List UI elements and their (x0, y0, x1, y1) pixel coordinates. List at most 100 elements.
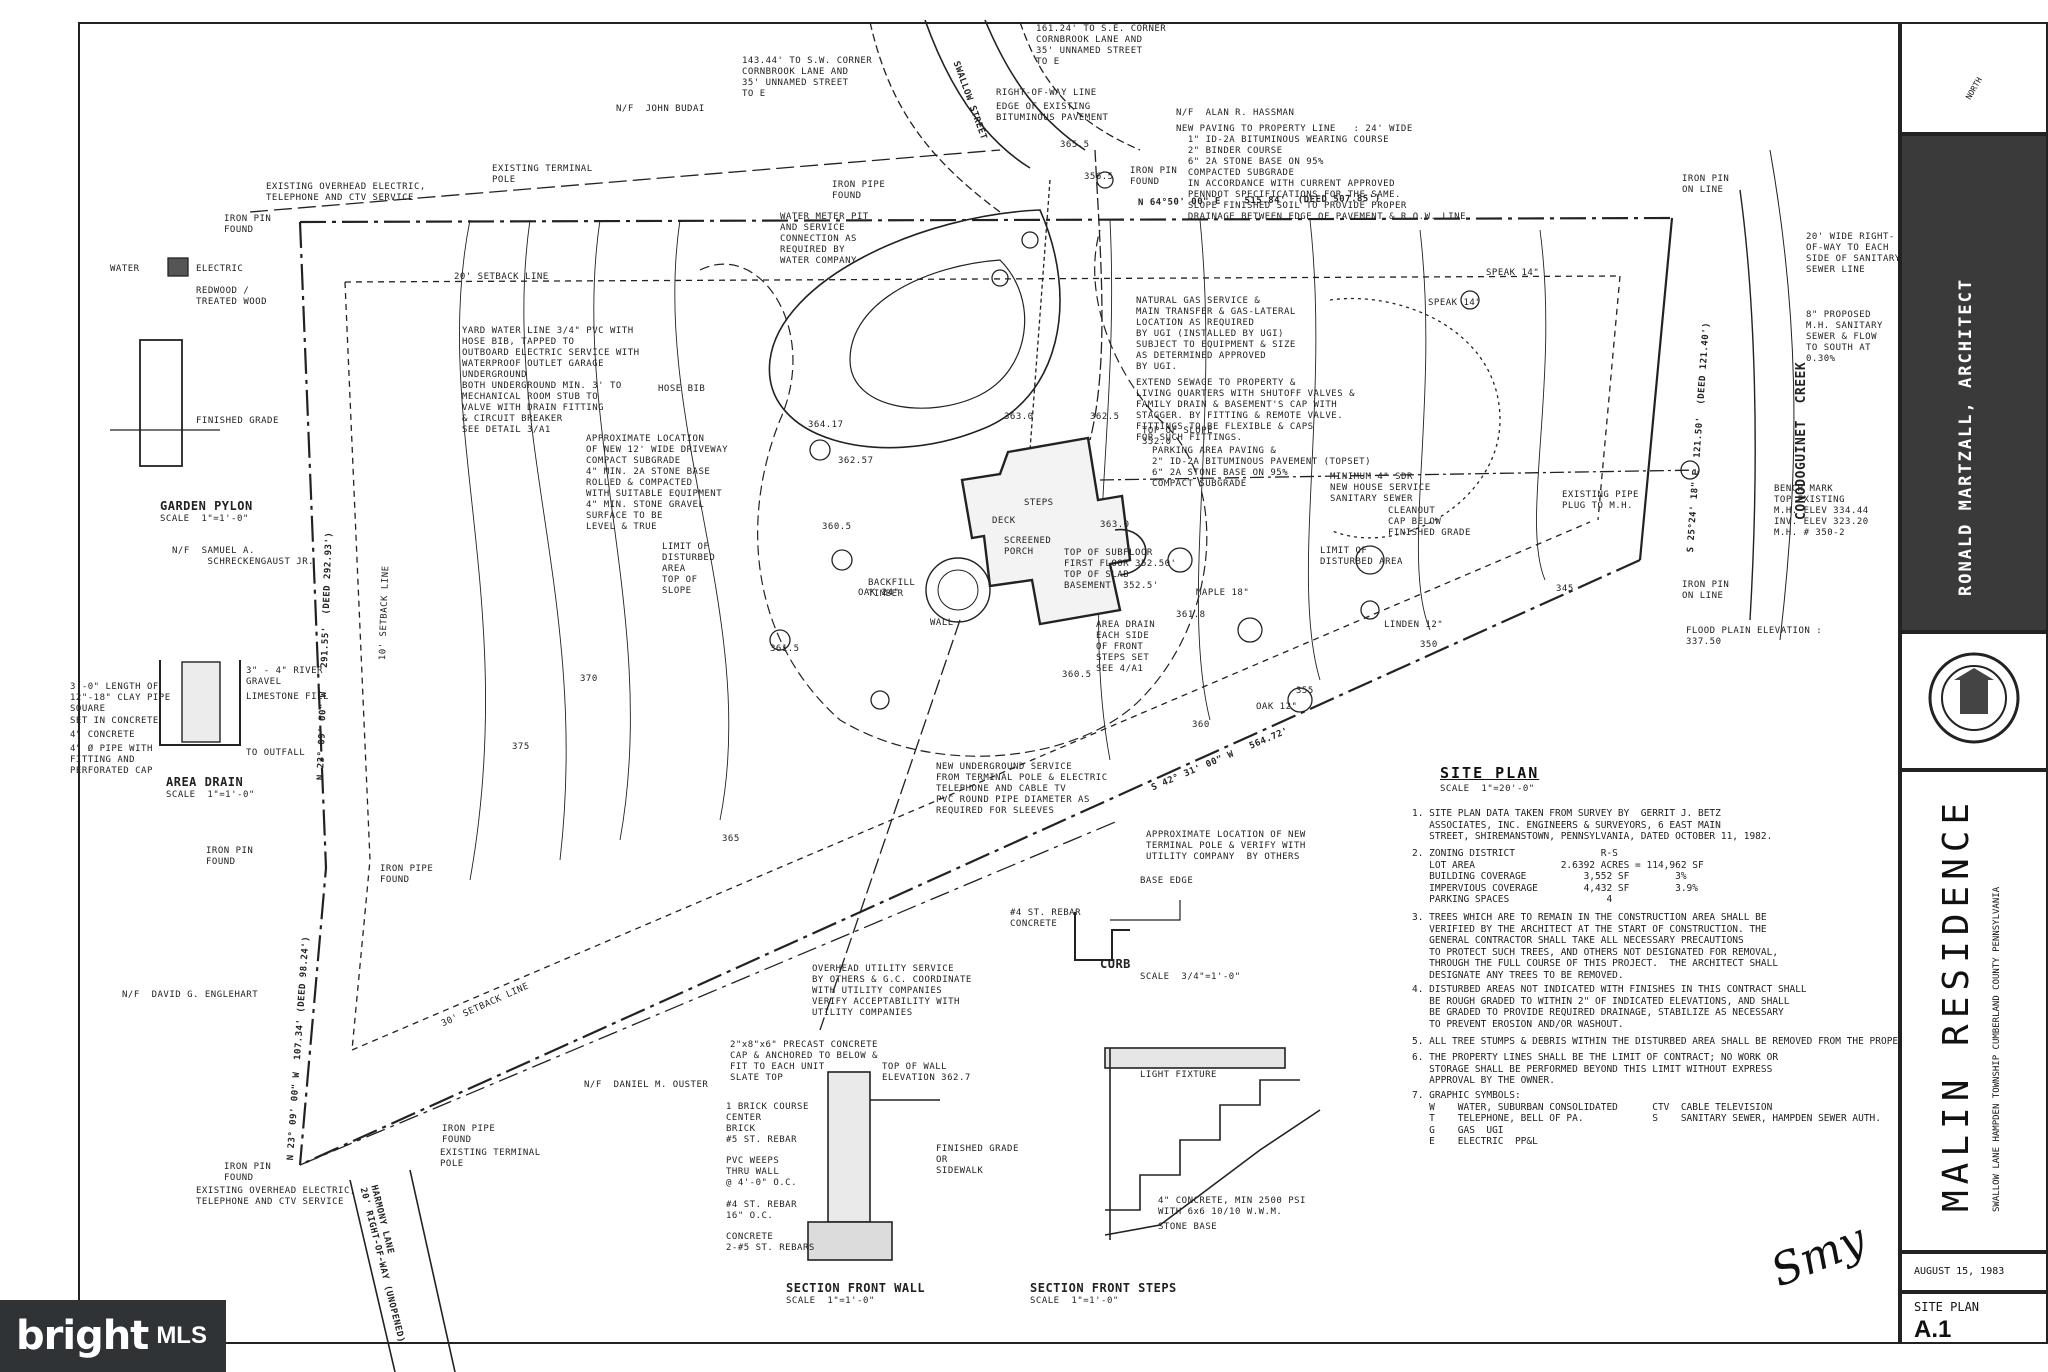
label-new-paving: NEW PAVING TO PROPERTY LINE : 24' WIDE 1… (1176, 124, 1467, 222)
contour-label: 355 (1296, 686, 1314, 696)
site-plan-note-6: 6. THE PROPERTY LINES SHALL BE THE LIMIT… (1412, 1052, 1779, 1086)
project-name: MALIN RESIDENCE (1936, 796, 1977, 1212)
scale-area-drain: SCALE 1"=1'-0" (166, 790, 255, 800)
label-iron-pipe-sw: IRON PIPE FOUND (380, 864, 434, 885)
label-weep: PVC WEEPS THRU WALL @ 4'-0" O.C. (726, 1156, 798, 1188)
site-plan-note-1: 1. SITE PLAN DATA TAKEN FROM SURVEY BY G… (1412, 808, 1773, 842)
label-iron-pin-se: IRON PIN ON LINE (1682, 580, 1730, 601)
label-driveway: APPROXIMATE LOCATION OF NEW 12' WIDE DRI… (586, 434, 729, 532)
bright-logo: bright (16, 1313, 149, 1359)
property-line-north (299, 216, 1673, 224)
trees (769, 171, 1700, 713)
label-iron-pipe-south: IRON PIPE FOUND (442, 1124, 496, 1145)
building-label: SCREENED PORCH (1004, 536, 1052, 557)
sheet-cell: SITE PLAN A.1 (1900, 1292, 2048, 1344)
title-garden-pylon: GARDEN PYLON (160, 499, 253, 513)
label-limit-disturbed-east: LIMIT OF DISTURBED AREA (1320, 546, 1403, 567)
label-iron-pin-ne: IRON PIN ON LINE (1682, 174, 1730, 195)
spot-elevation: 364.17 (808, 420, 844, 430)
gas-line (1089, 149, 1103, 441)
label-first-floor: TOP OF SUBFLOOR FIRST FLOOR 352.50' TOP … (1064, 548, 1177, 591)
label-concrete-4: 4" CONCRETE (70, 730, 136, 740)
property-line-east (1638, 217, 1674, 561)
label-limit-disturbed: LIMIT OF DISTURBED AREA TOP OF SLOPE (662, 542, 716, 596)
harmony-lane-edge-2 (409, 1169, 456, 1372)
sheet-number: A.1 (1914, 1316, 1952, 1343)
tree-label: OAK 12" (1256, 702, 1298, 712)
site-plan-note-5: 5. ALL TREE STUMPS & DEBRIS WITHIN THE D… (1412, 1036, 1922, 1047)
label-concrete-steps: 4" CONCRETE, MIN 2500 PSI WITH 6x6 10/10… (1158, 1196, 1306, 1217)
seal-cell (1900, 632, 2048, 770)
underground-service (819, 619, 961, 1031)
label-limestone: LIMESTONE FILL (246, 692, 329, 702)
label-electric: ELECTRIC (196, 264, 244, 274)
label-top-wall: TOP OF WALL ELEVATION 362.7 (882, 1062, 971, 1083)
label-iron-pin-north: IRON PIN FOUND (1130, 166, 1178, 187)
swallow-street-row (869, 21, 1001, 213)
contour-label: 375 (512, 742, 530, 752)
tree-label: MAPLE 18" (1196, 588, 1250, 598)
driveway-inner (849, 259, 1026, 409)
contour-label: 365 (722, 834, 740, 844)
front-court (925, 557, 991, 623)
contour-label: 350 (1420, 640, 1438, 650)
spot-elevation: 362.57 (838, 456, 874, 466)
building-label: WALL (930, 618, 954, 628)
label-concrete-footing: CONCRETE 2-#5 ST. REBARS (726, 1232, 815, 1253)
drawing-date: AUGUST 15, 1983 (1914, 1266, 2005, 1277)
label-water: WATER (110, 264, 140, 274)
architect-cell: RONALD MARTZALL, ARCHITECT (1900, 134, 2048, 632)
building-label: STEPS (1024, 498, 1054, 508)
label-corner-se: 161.24' TO S.E. CORNER CORNBROOK LANE AN… (1036, 24, 1167, 67)
label-adj-owner-alan: N/F ALAN R. HASSMAN (1176, 108, 1295, 118)
tree-label: SPEAK 14" (1428, 298, 1482, 308)
sewer-line (1099, 469, 1701, 481)
label-manhole: MINIMUM 4" SDR NEW HOUSE SERVICE SANITAR… (1330, 472, 1431, 504)
architect-seal-icon (1928, 652, 2020, 744)
label-edge-paving: EDGE OF EXISTING BITUMINOUS PAVEMENT (996, 102, 1109, 123)
area-drain-detail (159, 660, 241, 746)
label-natural-gas: NATURAL GAS SERVICE & MAIN TRANSFER & GA… (1136, 296, 1296, 372)
contour-3 (593, 219, 631, 841)
site-plan-title: SITE PLAN (1440, 764, 1540, 782)
contour-9 (1536, 229, 1547, 581)
label-light-fixture: LIGHT FIXTURE (1140, 1070, 1217, 1080)
property-line-south (299, 558, 1641, 1167)
label-to-outfall: TO OUTFALL (246, 748, 306, 758)
site-plan-note-2: 2. ZONING DISTRICT R-S LOT AREA 2.6392 A… (1412, 848, 1704, 905)
project-cell: MALIN RESIDENCE SWALLOW LANE HAMPDEN TOW… (1900, 770, 2048, 1252)
spot-elevation: 361.5 (770, 644, 800, 654)
contour-7 (1307, 219, 1321, 681)
tree-label: LINDEN 12" (1384, 620, 1444, 630)
label-water-meter: WATER METER PIT AND SERVICE CONNECTION A… (780, 212, 869, 266)
contour-5 (1098, 219, 1113, 761)
scale-curb: SCALE 3/4"=1'-0" (1140, 972, 1241, 982)
overhead-utility (249, 149, 1001, 213)
spot-elevation: 360.5 (822, 522, 852, 532)
scale-section-front-wall: SCALE 1"=1'-0" (786, 1296, 875, 1306)
label-area-drain-note: AREA DRAIN EACH SIDE OF FRONT STEPS SET … (1096, 620, 1156, 674)
spot-elevation: 361.8 (1176, 610, 1206, 620)
label-adj-owner-samuel: N/F SAMUEL A. SCHRECKENGAUST JR. (172, 546, 315, 567)
title-block: NORTH RONALD MARTZALL, ARCHITECT MALIN R… (1900, 22, 2048, 1344)
tree-label: SPEAK 14" (1486, 268, 1540, 278)
tree-label: OAK 24" (858, 588, 900, 598)
bright-mls-watermark: bright MLS (0, 1300, 226, 1372)
label-existing-overhead: EXISTING OVERHEAD ELECTRIC, TELEPHONE AN… (266, 182, 426, 203)
site-plan-scale: SCALE 1"=20'-0" (1440, 784, 1535, 794)
label-flood-plain: FLOOD PLAIN ELEVATION : 337.50 (1686, 626, 1823, 647)
site-plan-note-3: 3. TREES WHICH ARE TO REMAIN IN THE CONS… (1412, 912, 1779, 981)
spot-elevation: 363.0 (1004, 412, 1034, 422)
label-bench-mark: BENCH MARK TOP EXISTING M.H. ELEV 334.44… (1774, 484, 1869, 538)
label-treated-wood: REDWOOD / TREATED WOOD (196, 286, 268, 307)
label-iron-pin-nw: IRON PIN FOUND (224, 214, 272, 235)
swallow-street-edge-2 (984, 19, 1086, 151)
front-court-inner (937, 569, 979, 611)
contour-label: 360 (1192, 720, 1210, 730)
building-label: DECK (992, 516, 1016, 526)
label-iron-pin-south: IRON PIN FOUND (224, 1162, 272, 1183)
curb-detail (1074, 912, 1130, 961)
title-section-front-steps: SECTION FRONT STEPS (1030, 1281, 1177, 1295)
swallow-street-edge-1 (924, 19, 1031, 169)
